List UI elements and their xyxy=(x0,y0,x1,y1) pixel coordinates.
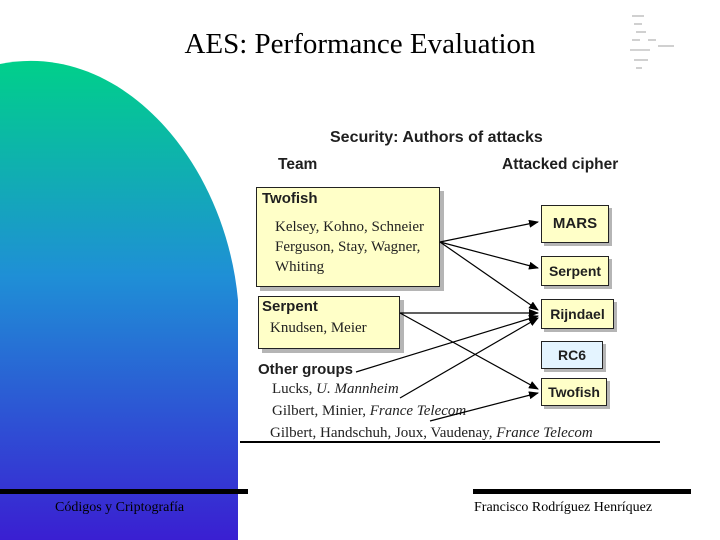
team-member-line: Knudsen, Meier xyxy=(270,320,367,336)
university-logo xyxy=(630,15,674,69)
footer-rule-left xyxy=(0,489,248,494)
cipher-column-header: Attacked cipher xyxy=(502,156,619,173)
cipher-box-mars: MARS xyxy=(541,205,609,243)
footer-course-name: Códigos y Criptografía xyxy=(55,500,185,515)
attack-arrow-twofish-to-mars xyxy=(439,219,539,243)
team-member-line: Gilbert, Minier, France Telecom xyxy=(272,403,467,419)
team-box-serpent xyxy=(258,296,400,349)
cipher-box-rijndael: Rijndael xyxy=(541,299,614,329)
cipher-box-serpent: Serpent xyxy=(541,256,609,286)
team-name-serpent: Serpent xyxy=(262,298,318,315)
team-member-line: Kelsey, Kohno, Schneier xyxy=(275,219,424,235)
team-member-line: Gilbert, Handschuh, Joux, Vaudenay, Fran… xyxy=(270,425,593,441)
team-box-twofish xyxy=(256,187,440,287)
footer-rule-right xyxy=(473,489,691,494)
attack-arrow-twofish-to-rijndael xyxy=(439,241,539,311)
diagram-title: Security: Authors of attacks xyxy=(330,129,543,146)
team-name-other-groups: Other groups xyxy=(258,361,354,378)
footer-author: Francisco Rodríguez Henríquez xyxy=(474,500,653,515)
team-member-line: Ferguson, Stay, Wagner, xyxy=(275,239,421,255)
slide-title: AES: Performance Evaluation xyxy=(184,28,536,60)
attack-arrow-serpent-to-twofish xyxy=(399,312,539,390)
attack-arrow-gilbert-minier-to-rijndael xyxy=(399,317,539,399)
team-member-line: Lucks, U. Mannheim xyxy=(272,381,399,397)
cipher-box-twofish: Twofish xyxy=(541,378,607,406)
attack-arrow-gilbert-handschuh-to-twofish xyxy=(429,391,539,422)
team-member-line: Whiting xyxy=(275,259,325,275)
attack-arrow-lucks-to-rijndael xyxy=(355,314,539,373)
diagram-baseline xyxy=(240,441,660,443)
team-name-twofish: Twofish xyxy=(262,190,318,207)
team-column-header: Team xyxy=(278,156,318,173)
cipher-box-rc6: RC6 xyxy=(541,341,603,369)
attack-arrow-twofish-to-serpent xyxy=(439,241,539,270)
